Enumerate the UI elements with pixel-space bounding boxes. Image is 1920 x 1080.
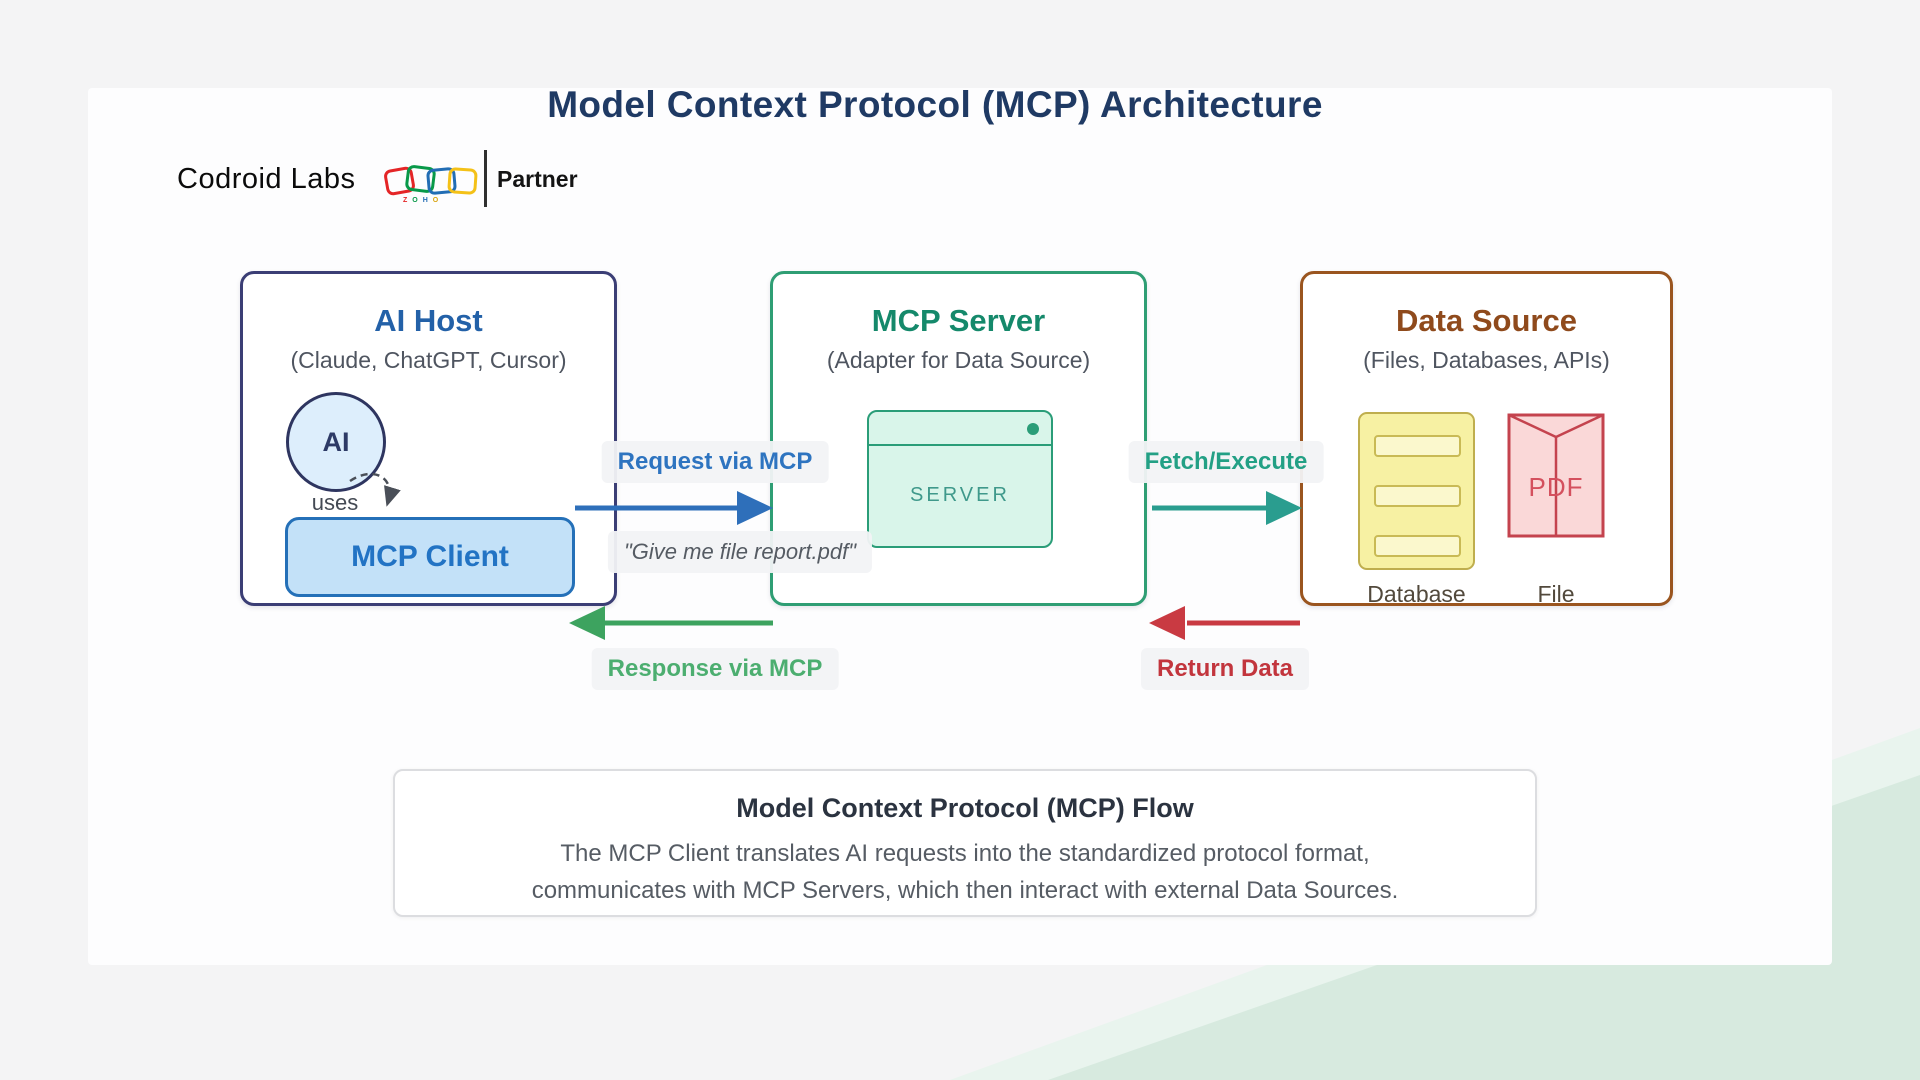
server-window-icon: SERVER	[867, 410, 1053, 548]
return-arrow-label: Return Data	[1140, 648, 1310, 690]
zoho-square-yellow-icon	[447, 167, 478, 195]
flow-summary-line1: The MCP Client translates AI requests in…	[560, 840, 1370, 867]
data-source-subtitle: (Files, Databases, APIs)	[1363, 347, 1610, 373]
data-source-title: Data Source	[1396, 303, 1577, 338]
mcp-server-title: MCP Server	[871, 303, 1046, 338]
uses-label: uses	[311, 490, 359, 515]
ai-circle-label: AI	[322, 426, 350, 457]
data-source-box: Data Source (Files, Databases, APIs)	[1300, 271, 1673, 606]
file-label: File	[1537, 581, 1575, 607]
brand-name: Codroid Labs	[177, 163, 356, 195]
request-quote-label: "Give me file report.pdf"	[607, 531, 873, 573]
zoho-logo-icon: ZOHO	[382, 164, 480, 206]
ai-host-title: AI Host	[374, 303, 483, 338]
pdf-text: PDF	[1529, 472, 1584, 502]
brand-divider	[484, 150, 487, 207]
flow-summary-box: Model Context Protocol (MCP) Flow The MC…	[393, 769, 1537, 917]
ai-circle: AI	[286, 392, 386, 492]
ai-host-subtitle: (Claude, ChatGPT, Cursor)	[290, 347, 567, 373]
fetch-arrow-label: Fetch/Execute	[1128, 441, 1324, 483]
database-label: Database	[1367, 581, 1466, 607]
request-arrow-label: Request via MCP	[601, 441, 829, 483]
zoho-wordmark: ZOHO	[403, 197, 444, 204]
database-icon	[1358, 412, 1475, 570]
page-title: Model Context Protocol (MCP) Architectur…	[547, 84, 1323, 125]
pdf-file-icon: PDF	[1507, 413, 1605, 538]
database-bar-icon	[1374, 485, 1461, 507]
mcp-client-label: MCP Client	[351, 540, 509, 573]
mcp-server-subtitle: (Adapter for Data Source)	[826, 347, 1091, 373]
database-bar-icon	[1374, 535, 1461, 557]
server-window-topbar	[869, 412, 1051, 446]
mcp-client-box: MCP Client	[285, 517, 575, 597]
database-bar-icon	[1374, 435, 1461, 457]
response-arrow-label: Response via MCP	[591, 648, 839, 690]
server-window-label: SERVER	[910, 484, 1010, 506]
server-window-dot-icon	[1027, 423, 1039, 435]
flow-summary-line2: communicates with MCP Servers, which the…	[531, 877, 1399, 904]
partner-label: Partner	[497, 166, 578, 192]
flow-summary-title: Model Context Protocol (MCP) Flow	[736, 793, 1194, 823]
